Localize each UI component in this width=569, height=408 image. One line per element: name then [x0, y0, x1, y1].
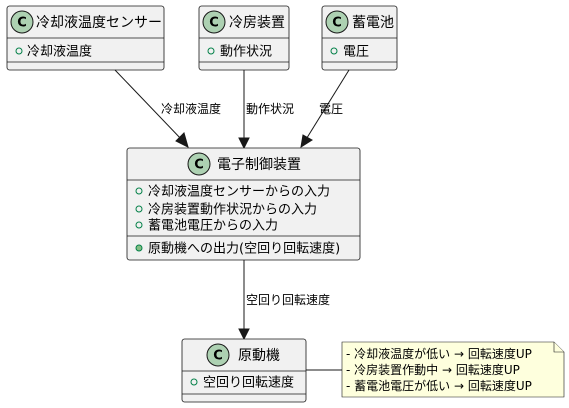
- public-field-icon: [207, 47, 215, 55]
- class-coolant-temperature-sensor[interactable]: C 冷却液温度センサー 冷却液温度: [6, 5, 165, 71]
- edge-label: 電圧: [319, 102, 343, 116]
- public-field-icon: [135, 187, 143, 195]
- class-badge-letter: C: [209, 16, 219, 31]
- public-method-icon: [135, 244, 143, 252]
- class-name: 電子制御装置: [217, 157, 301, 173]
- class-badge-letter: C: [194, 158, 204, 173]
- arrowhead-icon: [300, 134, 313, 149]
- class-engine[interactable]: C 原動機 空回り回転速度: [181, 338, 307, 403]
- class-badge-letter: C: [332, 16, 342, 31]
- public-field-icon: [135, 221, 143, 229]
- class-badge-letter: C: [17, 16, 27, 31]
- field-operating-status: 動作状況: [220, 45, 272, 60]
- field-coolant-sensor-input: 冷却液温度センサーからの入力: [148, 184, 330, 200]
- method-output-to-engine: 原動機への出力(空回り回転速度): [148, 241, 340, 257]
- class-badge-letter: C: [213, 349, 223, 364]
- class-name: 蓄電池: [352, 15, 394, 31]
- edge-label: 空回り回転速度: [246, 292, 330, 307]
- class-badge-icon: [202, 10, 226, 34]
- class-badge-icon: [10, 10, 34, 34]
- note-line-ac: - 冷房装置作動中 → 回転速度UP: [346, 362, 520, 377]
- public-field-icon: [15, 47, 23, 55]
- edge-ecu-to-engine: 空回り回転速度: [238, 260, 330, 341]
- field-voltage: 電圧: [343, 45, 369, 60]
- class-badge-icon: [187, 152, 211, 176]
- class-badge-icon: [325, 10, 349, 34]
- field-ac-status-input: 冷房装置動作状況からの入力: [148, 202, 317, 218]
- public-field-icon: [190, 378, 198, 386]
- arrowhead-icon: [175, 132, 189, 148]
- public-field-icon: [330, 47, 338, 55]
- class-electronic-control-unit[interactable]: C 電子制御装置 冷却液温度センサーからの入力 冷房装置動作状況からの入力 蓄電…: [126, 147, 361, 261]
- class-name: 冷却液温度センサー: [36, 15, 162, 31]
- class-name: 冷房装置: [229, 15, 285, 31]
- note-line-coolant: - 冷却液温度が低い → 回転速度UP: [346, 346, 532, 361]
- class-name: 原動機: [238, 348, 280, 364]
- field-idle-speed: 空回り回転速度: [203, 375, 294, 391]
- class-air-conditioner[interactable]: C 冷房装置 動作状況: [198, 5, 290, 71]
- edge-label: 動作状況: [246, 101, 294, 116]
- class-battery[interactable]: C 蓄電池 電圧: [321, 5, 398, 71]
- note-line-battery: - 蓄電池電圧が低い → 回転速度UP: [346, 378, 532, 393]
- field-battery-voltage-input: 蓄電池電圧からの入力: [148, 219, 278, 234]
- field-coolant-temperature: 冷却液温度: [27, 44, 92, 60]
- arrowhead-icon: [238, 137, 250, 150]
- note[interactable]: - 冷却液温度が低い → 回転速度UP - 冷房装置作動中 → 回転速度UP -…: [306, 341, 565, 398]
- class-badge-icon: [206, 343, 230, 367]
- edge-battery-to-ecu: 電圧: [300, 69, 350, 149]
- edge-coolant-to-ecu: 冷却液温度: [114, 69, 221, 148]
- arrowhead-icon: [238, 328, 250, 341]
- edge-label: 冷却液温度: [161, 101, 221, 116]
- public-field-icon: [135, 205, 143, 213]
- edge-ac-to-ecu: 動作状況: [238, 70, 294, 150]
